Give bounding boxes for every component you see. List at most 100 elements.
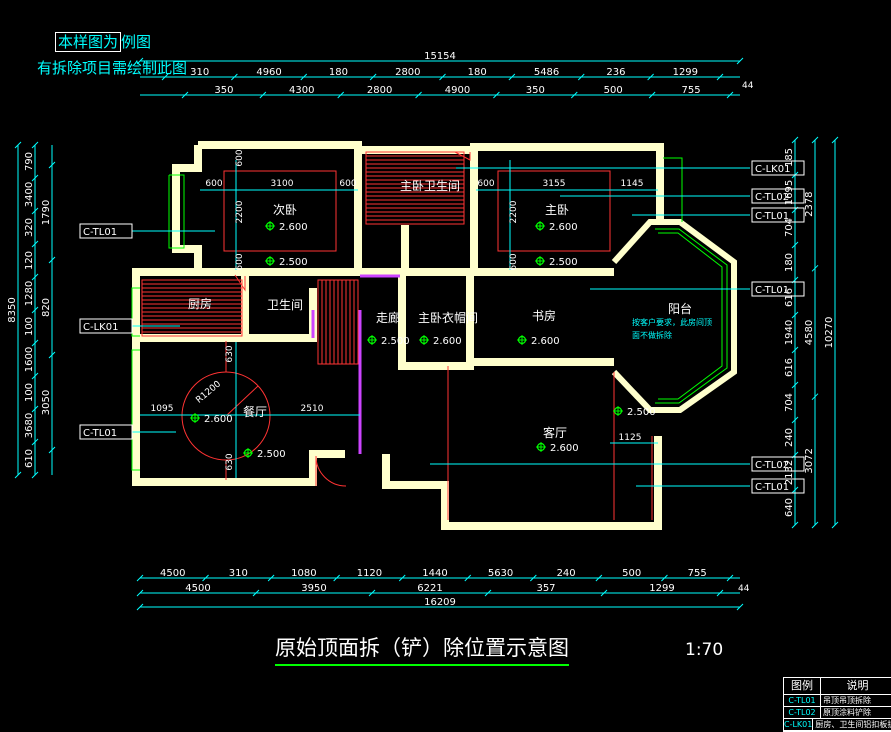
dim-bottom-row1: 1440	[422, 568, 447, 579]
level-value: 2.600	[279, 222, 308, 233]
dim-right-outer: 3072	[804, 448, 815, 473]
legend-code: C-TL02	[784, 707, 821, 718]
callout-tag-box	[751, 478, 805, 494]
room-label-chufang: 厨房	[188, 296, 212, 311]
room-label-ciwo: 次卧	[273, 203, 297, 217]
dim-right-inner: 640	[784, 498, 795, 517]
room-dim-value: 1095	[151, 404, 174, 414]
dim-right-outer: 2378	[804, 191, 815, 216]
ceiling-levels: 2.600 2.500 2.600 2.500 2.500 2.600 2.600 2.600…	[190, 221, 656, 460]
level-value: 2.500	[257, 449, 286, 460]
dim-bottom-row1: 1120	[357, 568, 382, 579]
dim-bottom-row2: 1299	[649, 583, 674, 594]
level-value: 2.500	[381, 336, 410, 347]
dim-left-inner: 3050	[41, 390, 52, 415]
room-label-keting: 客厅	[543, 425, 567, 440]
callout-tag-code: C-TL02	[755, 192, 789, 203]
dim-right-inner: 1695	[784, 180, 795, 205]
room-dim-value: 630	[225, 345, 235, 362]
room-label-zhuwo: 主卧	[545, 203, 569, 217]
room-label-zoulang: 走廊	[376, 310, 400, 325]
dim-right-inner: 704	[784, 393, 795, 412]
dim-left-outer: 610	[24, 449, 35, 468]
dim-top-row2: 755	[682, 85, 701, 96]
hatch-areas	[141, 151, 465, 365]
room-dim-value: 3155	[543, 179, 566, 189]
sample-note-boxed: 本样图为	[55, 32, 122, 52]
room-dim-value: R1200	[194, 379, 223, 406]
dim-left-outer: 3680	[24, 413, 35, 438]
dim-right-inner: 240	[784, 428, 795, 447]
dim-bottom-row1: 500	[622, 568, 641, 579]
dim-top-row2: 350	[214, 85, 233, 96]
demolition-note: 有拆除项目需绘制此图	[37, 59, 188, 77]
callout-tag-box	[751, 188, 805, 204]
room-labels: 次卧主卧卫生间主卧厨房卫生间走廊主卧衣帽间书房阳台餐厅客厅	[188, 179, 692, 440]
drawing-title: 原始顶面拆（铲）除位置示意图	[275, 632, 569, 666]
balcony-note-1: 按客户要求，此房间顶	[632, 317, 712, 327]
dim-left-inner: 820	[41, 298, 52, 317]
callout-tag-code: C-TL01	[755, 285, 789, 296]
callout-tag-box	[751, 281, 805, 297]
callout-tag-box	[751, 207, 805, 223]
room-dim-value: 3100	[271, 179, 294, 189]
room-dim-value: 1145	[621, 179, 644, 189]
legend-head-symbol: 图例	[784, 678, 821, 694]
callout-tag-box	[79, 424, 133, 440]
dim-right-inner: 616	[784, 288, 795, 307]
dimension-ticks	[14, 57, 839, 611]
dim-left-outer: 320	[24, 218, 35, 237]
room-label-shufang: 书房	[532, 308, 556, 323]
dim-top-extra: 44	[742, 81, 754, 91]
room-label-weisheng: 卫生间	[267, 298, 303, 312]
dim-bottom-row1: 310	[229, 568, 248, 579]
level-value: 2.500	[279, 257, 308, 268]
room-dim-value: 2200	[235, 200, 245, 223]
dim-top-row2: 2800	[367, 85, 392, 96]
level-value: 2.600	[433, 336, 462, 347]
level-value: 2.600	[531, 336, 560, 347]
room-dim-value: 600	[205, 179, 222, 189]
dim-top-row1: 180	[468, 67, 487, 78]
callout-tag-code: C-LK01	[755, 164, 790, 175]
sample-note: 本样图为例图	[55, 31, 151, 52]
dim-bottom-row1: 4500	[160, 568, 185, 579]
door-arcs	[234, 151, 471, 487]
level-value: 2.600	[204, 414, 233, 425]
balcony-bay	[611, 219, 737, 413]
dim-left-outer: 3400	[24, 182, 35, 207]
level-value: 2.600	[550, 443, 579, 454]
room-dim-value: 1125	[619, 433, 642, 443]
legend-text: 吊顶吊顶拆除	[823, 696, 871, 705]
dim-bottom-row2: 3950	[301, 583, 326, 594]
legend-header: 图例 说明	[784, 678, 891, 695]
dim-left-outer: 100	[24, 383, 35, 402]
balcony-note-2: 面不做拆除	[632, 330, 672, 340]
dim-bottom-row2: 357	[536, 583, 555, 594]
dim-top-row2: 4300	[289, 85, 314, 96]
dim-right-total: 10270	[824, 317, 835, 349]
dim-right-inner: 185	[784, 148, 795, 167]
callout-tag-box	[79, 223, 133, 239]
ceiling-outlines	[181, 170, 653, 520]
callout-tag-code: C-LK01	[83, 322, 118, 333]
sample-note-rest: 例图	[121, 33, 152, 51]
callout-tags: C-TL01C-LK01C-TL01C-LK01C-TL02C-TL01C-TL…	[79, 160, 805, 494]
legend-code: C-LK01	[784, 719, 814, 730]
level-value: 2.500	[549, 257, 578, 268]
callout-tag-code: C-TL01	[83, 227, 117, 238]
room-label-yimao: 主卧衣帽间	[418, 310, 478, 325]
legend-text: 原顶涂料铲除	[823, 708, 871, 717]
dim-left-inner: 1790	[41, 200, 52, 225]
dim-bottom-total: 16209	[424, 597, 456, 608]
room-dim-value: 600	[477, 179, 494, 189]
dim-right-inner: 616	[784, 358, 795, 377]
room-dim-value: 600	[235, 149, 245, 166]
dim-bottom-extra: 44	[738, 584, 750, 594]
room-dim-value: 630	[225, 453, 235, 470]
dim-top-row1: 180	[329, 67, 348, 78]
